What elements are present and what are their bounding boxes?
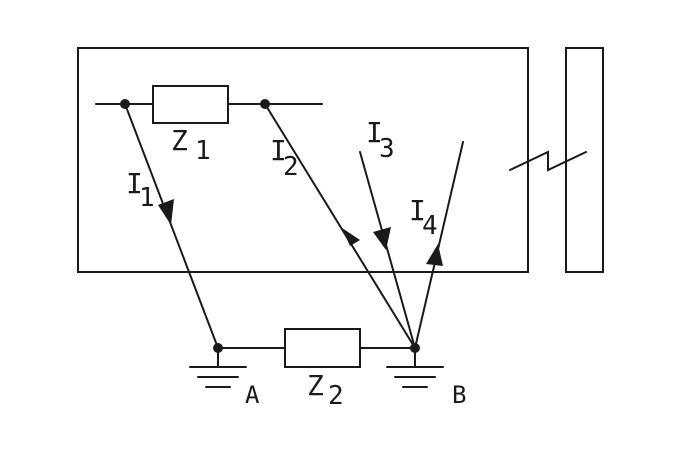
i1-subscript: 1: [139, 183, 155, 213]
i3-subscript: 3: [379, 134, 395, 164]
i4-label: I: [409, 194, 426, 227]
i3-path: [359, 151, 416, 349]
remote-wall: [565, 47, 604, 273]
i2-label: I: [270, 134, 287, 167]
enclosure-box: [77, 47, 529, 273]
z1-subscript: 1: [195, 136, 211, 166]
i2-arrow: [342, 228, 360, 246]
i3-label: I: [366, 116, 383, 149]
z2-label: Z: [307, 369, 324, 402]
i4-path: [414, 141, 464, 349]
node-b-label: B: [452, 381, 466, 409]
impedance-z2: [284, 328, 361, 368]
node-a-label: A: [245, 381, 260, 409]
z2-subscript: 2: [328, 381, 344, 411]
break-symbol: [509, 150, 587, 172]
i1-label: I: [126, 167, 143, 200]
i1-path: [124, 103, 219, 349]
ground-a-icon: [189, 347, 247, 388]
z1-label: Z: [171, 124, 188, 157]
i2-subscript: 2: [283, 152, 299, 182]
i3-arrow: [373, 227, 391, 250]
i4-subscript: 4: [422, 211, 438, 241]
impedance-z1: [152, 85, 229, 124]
i1-arrow: [158, 199, 174, 225]
ground-b-icon: [386, 347, 444, 388]
i2-path: [264, 103, 416, 349]
i4-arrow: [426, 244, 443, 266]
